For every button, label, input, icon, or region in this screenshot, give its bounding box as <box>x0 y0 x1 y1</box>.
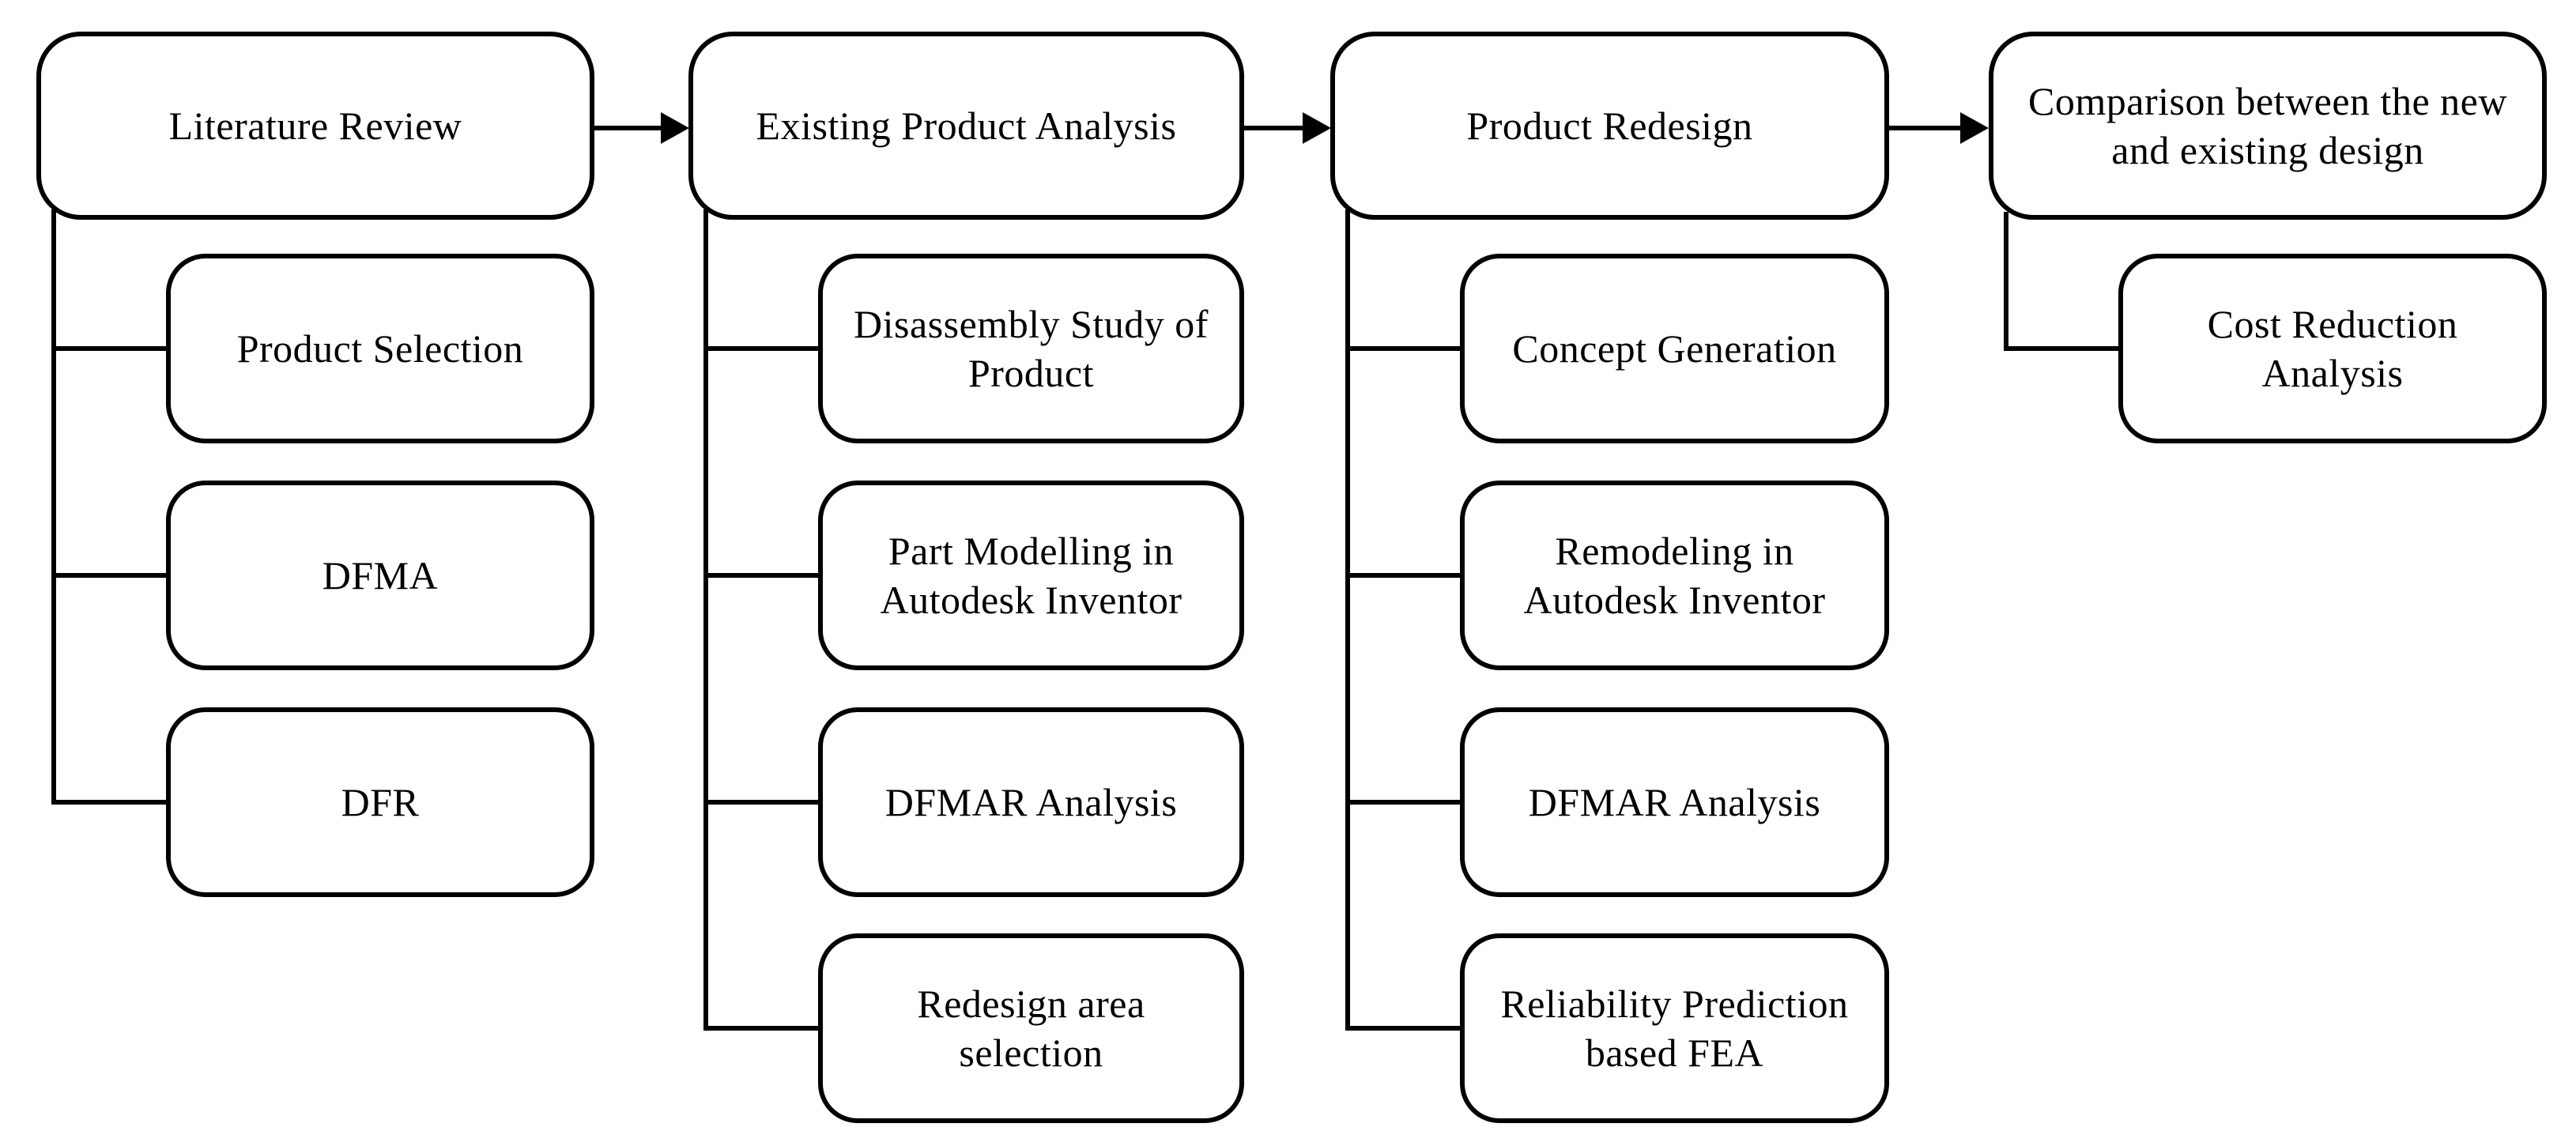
node-existing-product-analysis: Existing Product Analysis <box>688 32 1244 220</box>
node-concept-generation: Concept Generation <box>1460 254 1889 443</box>
node-dfr: DFR <box>166 707 594 897</box>
node-disassembly-study-of-product: Disassembly Study of Product <box>818 254 1244 443</box>
node-product-redesign: Product Redesign <box>1330 32 1889 220</box>
connector-stub-col1-row2 <box>51 573 166 578</box>
node-redesign-area-selection: Redesign area selection <box>818 933 1244 1123</box>
flow-arrow-line-2 <box>1244 126 1304 130</box>
node-cost-reduction-analysis: Cost Reduction Analysis <box>2118 254 2547 443</box>
node-dfma: DFMA <box>166 481 594 670</box>
connector-trunk-col4 <box>2004 212 2008 351</box>
connector-stub-col3-row3 <box>1345 800 1460 805</box>
flow-arrow-line-1 <box>594 126 662 130</box>
node-product-selection: Product Selection <box>166 254 594 443</box>
connector-stub-col2-row4 <box>703 1026 818 1031</box>
connector-stub-col1-row3 <box>51 800 166 805</box>
node-dfmar-analysis-existing: DFMAR Analysis <box>818 707 1244 897</box>
connector-stub-col4-row1 <box>2004 346 2118 351</box>
connector-stub-col2-row1 <box>703 346 818 351</box>
connector-stub-col2-row3 <box>703 800 818 805</box>
connector-stub-col3-row4 <box>1345 1026 1460 1031</box>
connector-stub-col3-row1 <box>1345 346 1460 351</box>
node-part-modelling-autodesk-inventor: Part Modelling in Autodesk Inventor <box>818 481 1244 670</box>
connector-stub-col3-row2 <box>1345 573 1460 578</box>
node-reliability-prediction-based-fea: Reliability Prediction based FEA <box>1460 933 1889 1123</box>
connector-trunk-col2 <box>703 209 708 1031</box>
node-comparison-new-existing-design: Comparison between the new and existing … <box>1989 32 2547 220</box>
node-remodeling-autodesk-inventor: Remodeling in Autodesk Inventor <box>1460 481 1889 670</box>
connector-stub-col2-row2 <box>703 573 818 578</box>
connector-trunk-col3 <box>1345 209 1350 1031</box>
node-literature-review: Literature Review <box>36 32 594 220</box>
connector-trunk-col1 <box>51 209 56 805</box>
flow-arrow-head-icon-2 <box>1303 112 1331 144</box>
flow-arrow-head-icon-3 <box>1960 112 1989 144</box>
node-dfmar-analysis-redesign: DFMAR Analysis <box>1460 707 1889 897</box>
flow-arrow-line-3 <box>1889 126 1962 130</box>
connector-stub-col1-row1 <box>51 346 166 351</box>
flow-arrow-head-icon-1 <box>661 112 689 144</box>
